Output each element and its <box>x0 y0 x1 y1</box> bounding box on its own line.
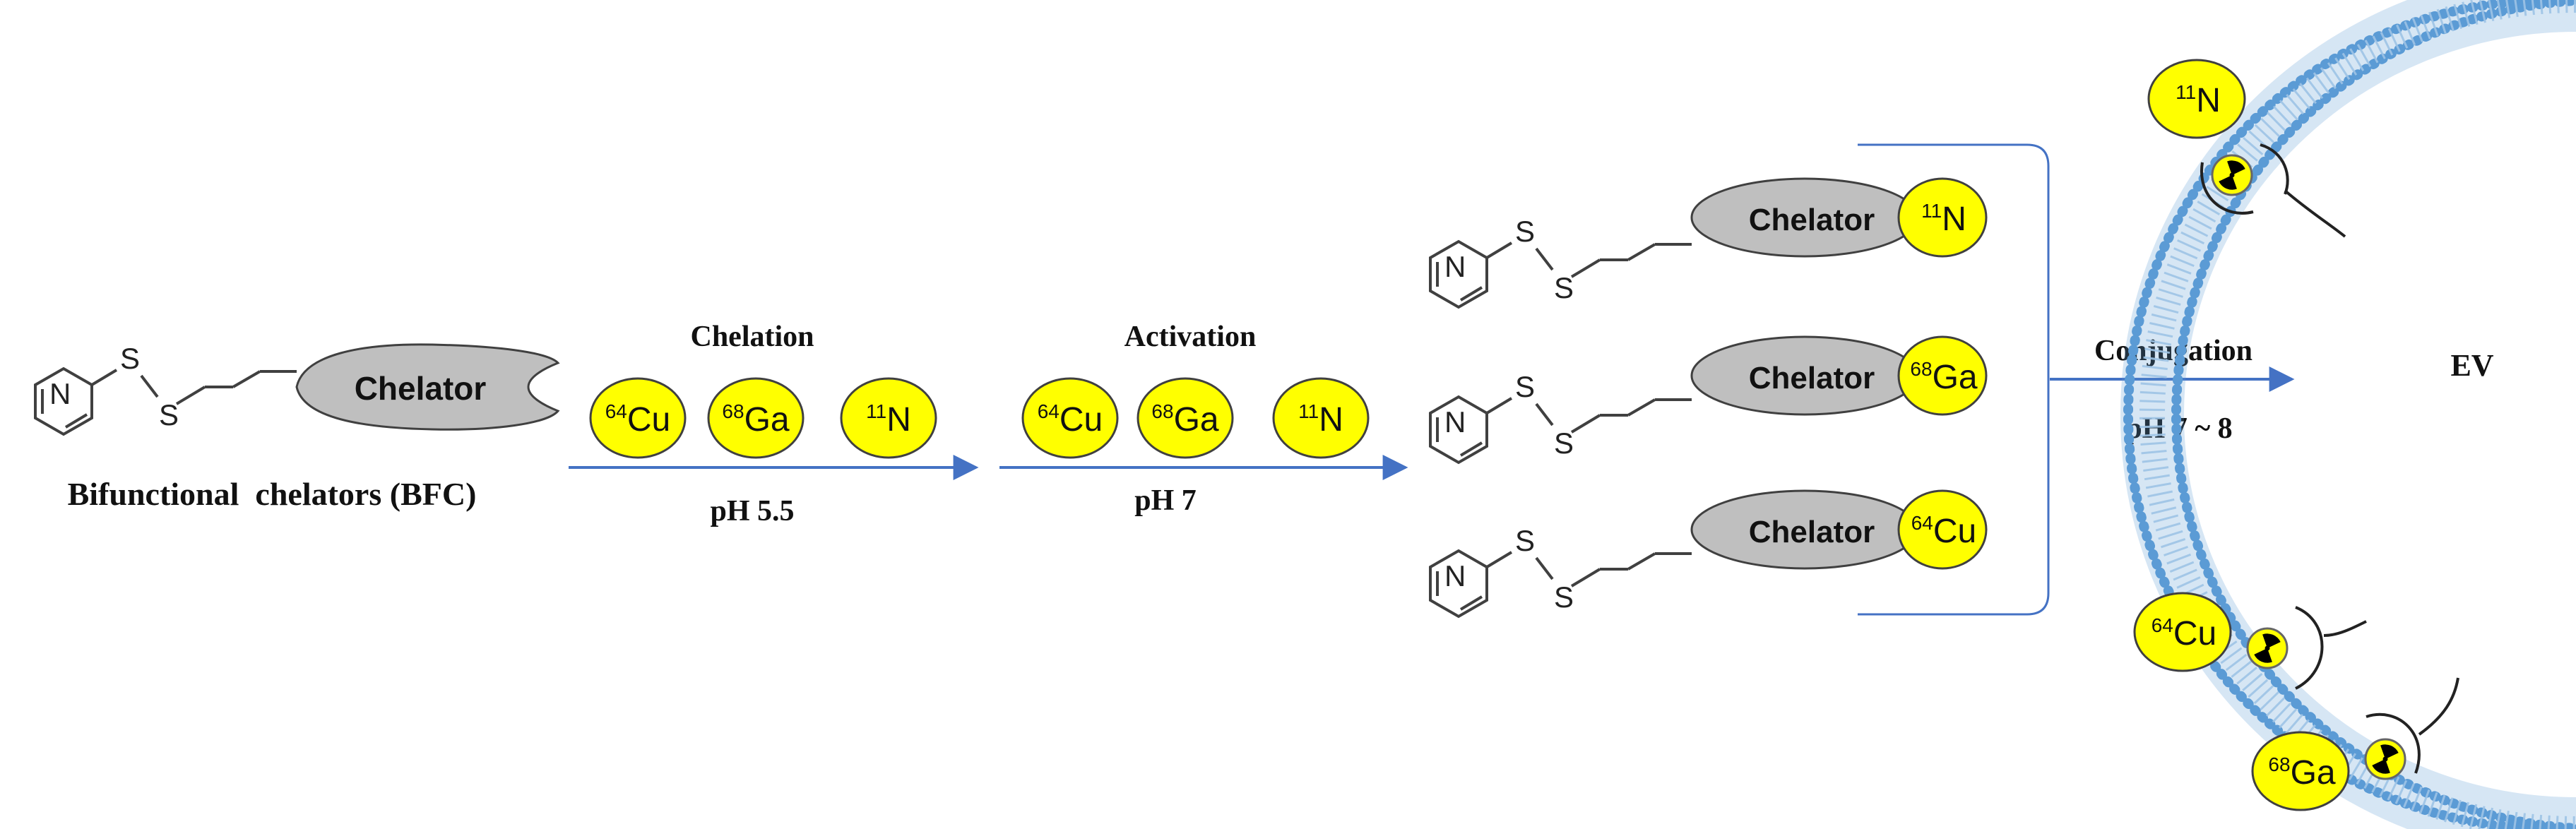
svg-text:S: S <box>1515 524 1535 557</box>
svg-text:64Cu: 64Cu <box>2151 614 2217 652</box>
bfc-caption: Bifunctional chelators (BFC) <box>68 476 477 512</box>
svg-text:S: S <box>1515 215 1535 248</box>
isotope-ga-68: 68Ga <box>1136 377 1234 459</box>
ev-conjugate-n-11: 11N <box>2147 59 2346 238</box>
isotope-ga-68: 68Ga <box>707 377 805 459</box>
svg-text:S: S <box>1554 271 1574 304</box>
chelator-shape <box>295 343 560 431</box>
chelator-label: Chelator <box>1749 515 1875 549</box>
chelator-label: Chelator <box>355 370 487 407</box>
radiation-icon <box>2364 738 2406 780</box>
isotope-n-11: 11N <box>840 377 937 459</box>
atom-s1-label: S <box>120 342 140 375</box>
labeled-bfc-cu-64: N S S Chelator 64Cu <box>1429 489 1988 618</box>
conjugation-title: Conjugation <box>2094 335 2252 367</box>
labeled-bfc-n-11: N S S Chelator 11N <box>1429 177 1988 309</box>
svg-text:S: S <box>1554 580 1574 614</box>
radiation-icon <box>2246 627 2289 669</box>
svg-text:11N: 11N <box>1298 400 1343 439</box>
svg-text:64Cu: 64Cu <box>1038 400 1103 439</box>
svg-text:64Cu: 64Cu <box>605 400 671 439</box>
svg-text:11N: 11N <box>866 400 911 439</box>
product-bracket <box>1858 143 2050 616</box>
ev-label: EV <box>2450 348 2493 383</box>
ev-conjugate-ga-68: 68Ga <box>2251 677 2459 811</box>
activation-title: Activation <box>1124 321 1257 353</box>
svg-text:68Ga: 68Ga <box>1151 400 1218 439</box>
chelator-label: Chelator <box>1749 203 1875 237</box>
svg-text:68Ga: 68Ga <box>1910 358 1977 396</box>
isotope-n-11: 11N <box>1272 377 1370 459</box>
chelation-title: Chelation <box>690 321 814 353</box>
isotope-cu-64: 64Cu <box>1021 377 1119 459</box>
chelation-condition: pH 5.5 <box>710 495 794 527</box>
svg-text:N: N <box>1444 250 1466 283</box>
svg-text:68Ga: 68Ga <box>722 400 789 439</box>
isotope-cu-64: 64Cu <box>589 377 687 459</box>
svg-text:64Cu: 64Cu <box>1911 512 1977 550</box>
chelator-label: Chelator <box>1749 361 1875 395</box>
bfc-molecule: N S S Chelator <box>34 342 560 436</box>
labeled-bfc-ga-68: N S S Chelator 68Ga <box>1429 335 1988 464</box>
svg-text:11N: 11N <box>2176 81 2221 119</box>
ev-conjugate-cu-64: 64Cu <box>2133 592 2367 690</box>
svg-text:N: N <box>1444 405 1466 439</box>
radiation-icon <box>2211 154 2253 196</box>
atom-s2-label: S <box>159 398 179 431</box>
atom-n-label: N <box>49 377 71 410</box>
svg-text:11N: 11N <box>1921 200 1966 238</box>
svg-text:S: S <box>1515 370 1535 403</box>
svg-text:S: S <box>1554 427 1574 460</box>
activation-condition: pH 7 <box>1134 484 1197 517</box>
svg-text:N: N <box>1444 559 1466 592</box>
svg-text:68Ga: 68Ga <box>2268 753 2335 792</box>
